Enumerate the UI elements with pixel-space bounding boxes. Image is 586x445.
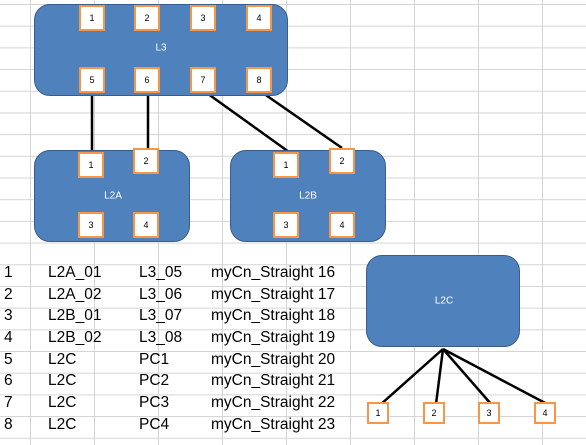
row-cable: myCn_Straight 16: [211, 264, 336, 281]
row-cable: myCn_Straight 17: [211, 286, 336, 303]
switch-l2a[interactable]: [34, 150, 190, 242]
wire-l2c-pc3: [442, 348, 492, 405]
l3-port-1[interactable]: 1: [79, 5, 105, 31]
row-from: L2A_02: [48, 286, 102, 303]
switch-l3[interactable]: [34, 4, 288, 96]
switch-l2c[interactable]: [366, 255, 520, 347]
row-index: 8: [4, 416, 13, 433]
pc-3[interactable]: 3: [478, 402, 500, 424]
l3-port-7[interactable]: 7: [190, 67, 216, 93]
row-from: L2C: [48, 372, 77, 389]
pc-1[interactable]: 1: [367, 402, 389, 424]
switch-l2b[interactable]: [230, 150, 386, 242]
wire-l2c-pc4: [442, 347, 548, 406]
row-cable: myCn_Straight 21: [211, 372, 336, 389]
row-to: PC2: [139, 372, 170, 389]
row-cable: myCn_Straight 22: [211, 394, 336, 411]
row-index: 1: [4, 264, 13, 281]
row-from: L2B_02: [48, 329, 102, 346]
wire-l2c-pc2: [434, 348, 445, 405]
row-to: L3_08: [139, 329, 183, 346]
row-from: L2B_01: [48, 307, 102, 324]
l3-port-3[interactable]: 3: [190, 5, 216, 31]
l2a-port-2[interactable]: 2: [133, 148, 159, 174]
row-from: L2C: [48, 394, 77, 411]
row-index: 4: [4, 329, 13, 346]
row-to: PC4: [139, 416, 170, 433]
l2a-port-1[interactable]: 1: [78, 152, 104, 178]
wire-l2b1-l3p7: [203, 89, 290, 154]
row-index: 3: [4, 307, 13, 324]
row-from: L2A_01: [48, 264, 102, 281]
l2b-port-4[interactable]: 4: [329, 212, 355, 238]
row-cable: myCn_Straight 23: [211, 416, 336, 433]
row-index: 5: [4, 351, 13, 368]
row-to: L3_05: [139, 264, 183, 281]
switch-l2a-label: L2A: [104, 190, 122, 202]
pc-2[interactable]: 2: [423, 402, 445, 424]
row-index: 2: [4, 286, 13, 303]
row-cable: myCn_Straight 20: [211, 351, 336, 368]
wire-l2c-pc1: [379, 348, 444, 406]
row-cable: myCn_Straight 18: [211, 307, 336, 324]
row-to: PC3: [139, 394, 170, 411]
row-to: L3_06: [139, 286, 183, 303]
row-to: L3_07: [139, 307, 183, 324]
l2b-port-2[interactable]: 2: [329, 148, 355, 174]
l3-port-4[interactable]: 4: [246, 5, 272, 31]
l3-port-5[interactable]: 5: [79, 67, 105, 93]
row-index: 6: [4, 372, 13, 389]
row-from: L2C: [48, 351, 77, 368]
switch-l2b-label: L2B: [299, 190, 317, 202]
l2a-port-4[interactable]: 4: [133, 212, 159, 238]
l2b-port-1[interactable]: 1: [273, 152, 299, 178]
row-to: PC1: [139, 351, 170, 368]
switch-l2c-label: L2C: [434, 295, 454, 307]
pc-4[interactable]: 4: [534, 402, 556, 424]
row-index: 7: [4, 394, 13, 411]
switch-l3-label: L3: [155, 42, 167, 54]
l2a-port-3[interactable]: 3: [78, 212, 104, 238]
row-from: L2C: [48, 416, 77, 433]
wire-l2b2-l3p8: [259, 89, 343, 150]
l3-port-8[interactable]: 8: [246, 67, 272, 93]
row-cable: myCn_Straight 19: [211, 329, 336, 346]
l2b-port-3[interactable]: 3: [273, 212, 299, 238]
l3-port-6[interactable]: 6: [134, 67, 160, 93]
l3-port-2[interactable]: 2: [134, 5, 160, 31]
